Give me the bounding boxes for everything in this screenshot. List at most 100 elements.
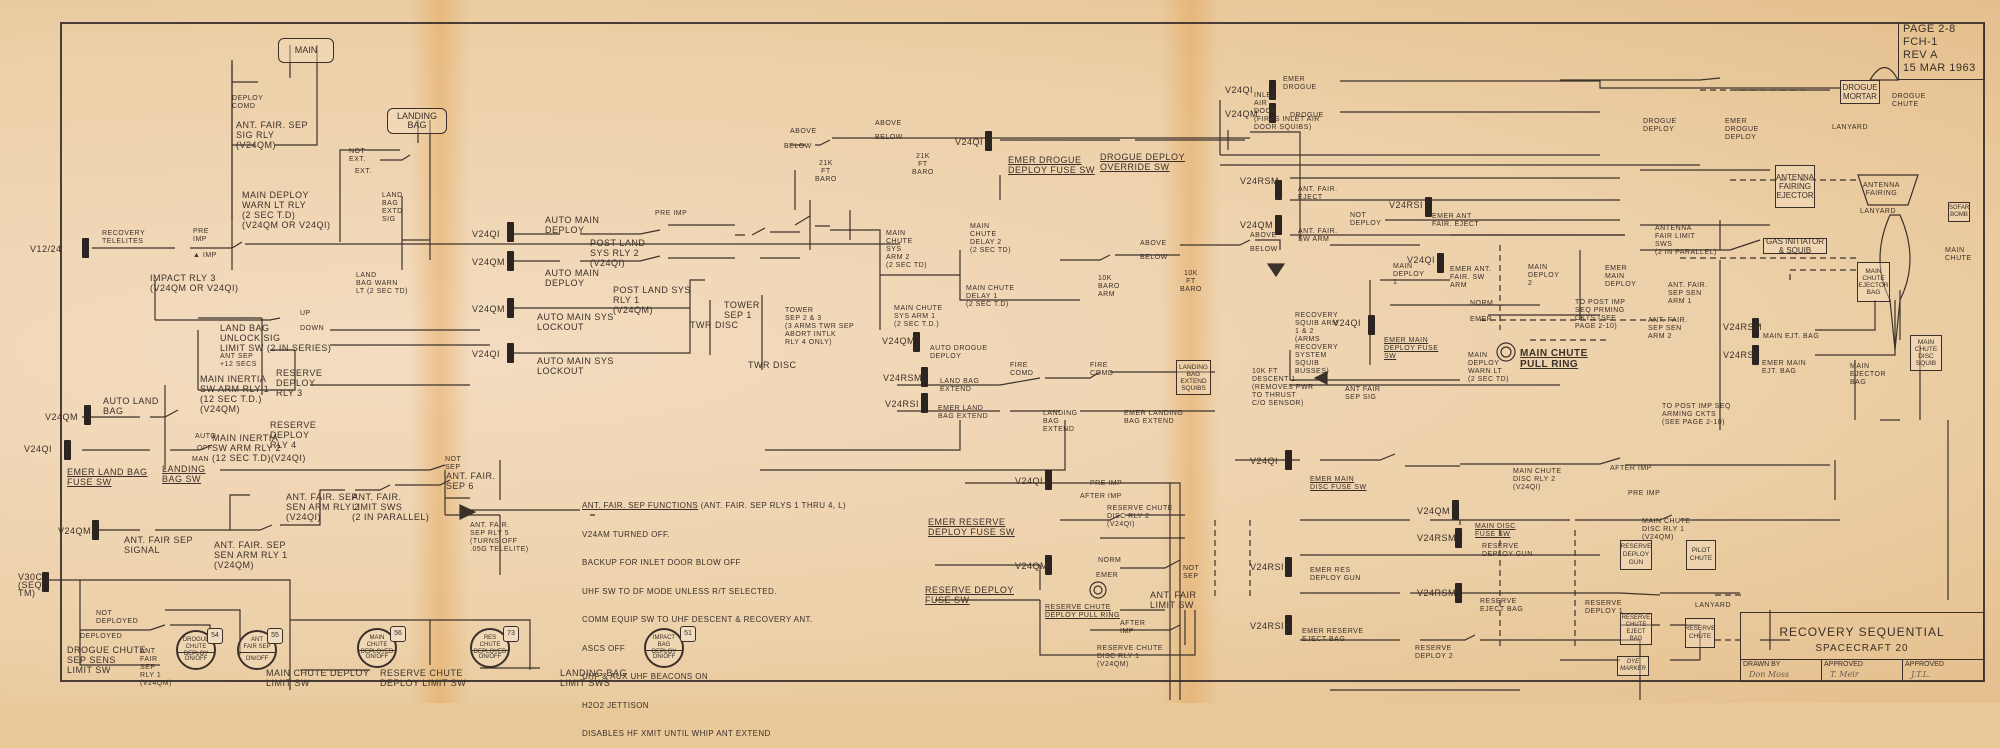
power-label: V24QM [1240, 220, 1274, 230]
wire-group-landing-extend [760, 371, 1215, 471]
power-connector [507, 298, 514, 318]
label: ABOVE [1140, 240, 1167, 247]
label: RESERVE DEPLOY 2 [1415, 645, 1454, 660]
label: MAIN DEPLOY 1 [1393, 263, 1425, 286]
schematic-sheet [0, 0, 2000, 703]
label: BELOW [1250, 246, 1278, 253]
label: LANYARD [1832, 124, 1869, 131]
note-line: UHF SW TO DF MODE UNLESS R/T SELECTED. [582, 586, 777, 596]
label: LANDING BAG SW [162, 464, 206, 484]
power-connector [84, 405, 91, 425]
label: MAIN CHUTE DELAY 1 (2 SEC T.D) [966, 285, 1015, 308]
power-connector [1455, 583, 1462, 603]
indicator-number: 73 [503, 626, 519, 642]
label: NOT DEPLOYED [96, 610, 139, 625]
label: RESERVE CHUTE DEPLOY LIMIT SW [380, 668, 467, 688]
revision: REV A [1903, 49, 1938, 61]
power-connector [1425, 197, 1432, 217]
label: AFTER IMP [1610, 465, 1652, 472]
label: EMER [1096, 572, 1119, 579]
power-connector [42, 572, 49, 592]
power-connector [1285, 557, 1292, 577]
label: 10K FT DESCENT 1 (REMOVES PWR TO THRUST … [1252, 368, 1314, 407]
label: MAIN DEPLOY 2 [1528, 264, 1560, 287]
page-revision-box: PAGE 2-8 FCH-1 REV A 15 MAR 1963 [1898, 22, 1985, 80]
wire-group-ant-fair [92, 460, 595, 575]
power-label: V24QI [472, 229, 501, 239]
label: NOT SEP [445, 456, 462, 471]
power-label: V24RSM [1240, 176, 1280, 186]
label: ANT. FAIR. SEP SEN ARM RLY 2 (V24QI) [286, 492, 360, 522]
label: MAIN CHUTE SYS ARM 1 (2 SEC T.D.) [894, 305, 943, 328]
label: PRE IMP [1090, 480, 1123, 487]
label: MAIN DISC FUSE SW [1475, 523, 1516, 538]
power-label: V24RSM [1723, 322, 1763, 332]
power-label: V24QM [1225, 109, 1259, 119]
label: TOWER SEP 1 [724, 300, 760, 320]
reserve-deploy-gun-box: RESERVE DEPLOY GUN [1620, 540, 1652, 570]
label: EMER RESERVE DEPLOY FUSE SW [928, 517, 1015, 537]
power-connector [1437, 253, 1444, 273]
label: TOWER SEP 2 & 3 (3 ARMS TWR SEP ABORT IN… [785, 307, 855, 346]
power-label: V24RSM [1417, 533, 1457, 543]
label: EMER MAIN EJT. BAG [1762, 360, 1807, 375]
label: EMER ANT FAIR. EJECT [1432, 213, 1480, 228]
wire-group-drogue [1000, 77, 1840, 240]
label: ANT. FAIR. SEP RLY 5 (TURNS OFF .05G TEL… [470, 522, 529, 553]
power-label: V24QI [472, 349, 501, 359]
label: AFTER IMP [1120, 620, 1146, 635]
label: PRE IMP [655, 210, 688, 217]
wire-group-reserve [935, 453, 1836, 700]
power-label: V24RSM [1417, 588, 1457, 598]
label: UP [300, 310, 311, 317]
power-label: V24QI [1250, 456, 1279, 466]
indicator-number: 56 [390, 626, 406, 642]
label: DEPLOY COMD [232, 95, 264, 110]
power-connector [92, 520, 99, 540]
date: 15 MAR 1963 [1903, 62, 1976, 74]
label: LANDING BAG EXTEND [1043, 410, 1078, 433]
main-indicator-box: MAIN [278, 38, 334, 63]
label: AUTO [195, 433, 217, 440]
power-label: V24RSI [1250, 562, 1285, 572]
label: EMER RESERVE EJECT BAG [1302, 628, 1364, 643]
label: ANT FAIR SEP SIG [1345, 386, 1381, 401]
power-label: V24QM [45, 412, 79, 422]
main-chute-pull-ring-icon [1496, 342, 1516, 362]
label: EMER LANDING BAG EXTEND [1124, 410, 1184, 425]
label: RECOVERY SQUIB ARM 1 & 2 (ARMS RECOVERY … [1295, 312, 1339, 375]
antenna-fairing-ejector-box: ANTENNA FAIRING EJECTOR [1775, 165, 1815, 208]
label: ANT FAIR SEP RLY 1 (V24QM) [140, 648, 172, 687]
label: FIRE COMD [1010, 362, 1034, 377]
power-label: V24RSI [885, 399, 920, 409]
label: NOT EXT. [349, 148, 366, 163]
power-label: V24QI [1225, 85, 1254, 95]
power-label: V24QM [882, 336, 916, 346]
label: ANTENNA FAIR LIMIT SWS (2 IN PARALLEL) [1655, 225, 1717, 256]
label: NOT DEPLOY [1350, 212, 1382, 227]
wire-group-main-ejector [1815, 290, 1949, 600]
label: RECOVERY TELELITES [102, 230, 146, 245]
indicator-number: 54 [207, 628, 223, 644]
label: EMER MAIN DEPLOY FUSE SW [1384, 337, 1439, 360]
label: AUTO MAIN SYS LOCKOUT [537, 312, 614, 332]
label: ANT. FAIR. SEP SEN ARM 2 [1648, 317, 1688, 340]
power-connector [1045, 470, 1052, 490]
label: MAIN CHUTE SYS ARM 2 (2 SEC TD) [886, 230, 928, 269]
label: DEPLOYED [80, 633, 123, 640]
gas-initiator-box: GAS INITIATOR & SQUIB [1763, 237, 1827, 255]
label: EMER ANT. FAIR. SW ARM [1450, 266, 1492, 289]
label: PRE IMP [1628, 490, 1661, 497]
power-connector [1285, 615, 1292, 635]
wiring-diagram [45, 45, 1949, 700]
sofar-bomb-box: SOFAR BOMB [1948, 202, 1970, 222]
label: MAIN INERTIA SW ARM RLY 2 (12 SEC T.D)(V… [212, 433, 306, 463]
label: BELOW [1140, 254, 1168, 261]
label: DROGUE [1290, 112, 1324, 119]
label: BELOW [875, 134, 903, 141]
diode-icon [1266, 263, 1286, 278]
power-connector [1275, 180, 1282, 200]
wire-group-antenna [1289, 169, 1770, 430]
drawing-subtitle: SPACECRAFT 20 [1815, 643, 1909, 654]
